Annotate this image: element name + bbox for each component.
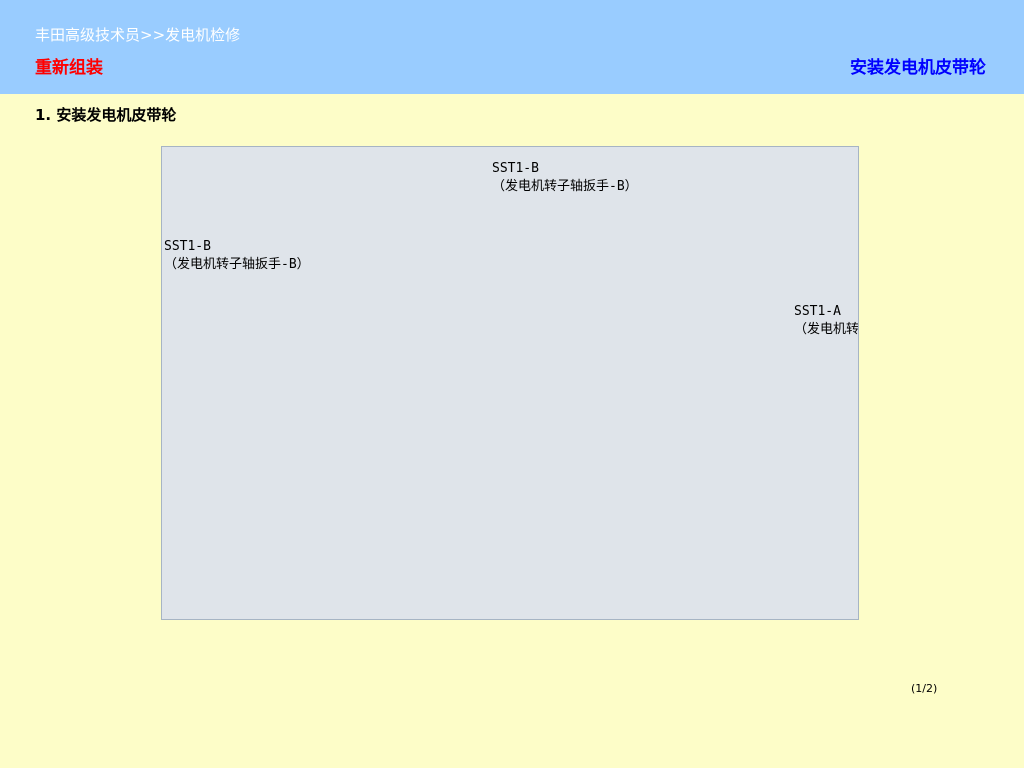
sst1b-left-code: SST1-B — [164, 239, 211, 254]
sst1a-callout: SST1-A （发电机转子轴扳手-A） — [794, 303, 859, 339]
topic-title: 安装发电机皮带轮 — [850, 58, 986, 78]
illustration-placeholder — [162, 147, 858, 619]
page-number: (1/2) — [911, 682, 938, 695]
sst1b-left-callout: SST1-B （发电机转子轴扳手-B） — [164, 238, 310, 274]
illustration-drawing — [162, 147, 858, 619]
sst1a-code: SST1-A — [794, 304, 841, 319]
sst1b-top-code: SST1-B — [492, 161, 539, 176]
breadcrumb: 丰田高级技术员>>发电机检修 — [35, 26, 241, 44]
sst1b-top-name: （发电机转子轴扳手-B） — [492, 179, 638, 194]
sst1a-name: （发电机转子轴扳手-A） — [794, 322, 859, 337]
sst1b-top-callout: SST1-B （发电机转子轴扳手-B） — [492, 160, 638, 196]
sst1b-left-name: （发电机转子轴扳手-B） — [164, 257, 310, 272]
step-heading: 1. 安装发电机皮带轮 — [35, 106, 177, 124]
header-bar: 丰田高级技术员>>发电机检修 重新组装 安装发电机皮带轮 — [0, 0, 1024, 94]
pulley-installation-illustration: SST1-B （发电机转子轴扳手-B） SST1-B （发电机转子轴扳手-B） … — [161, 146, 859, 620]
section-title: 重新组装 — [35, 58, 103, 78]
